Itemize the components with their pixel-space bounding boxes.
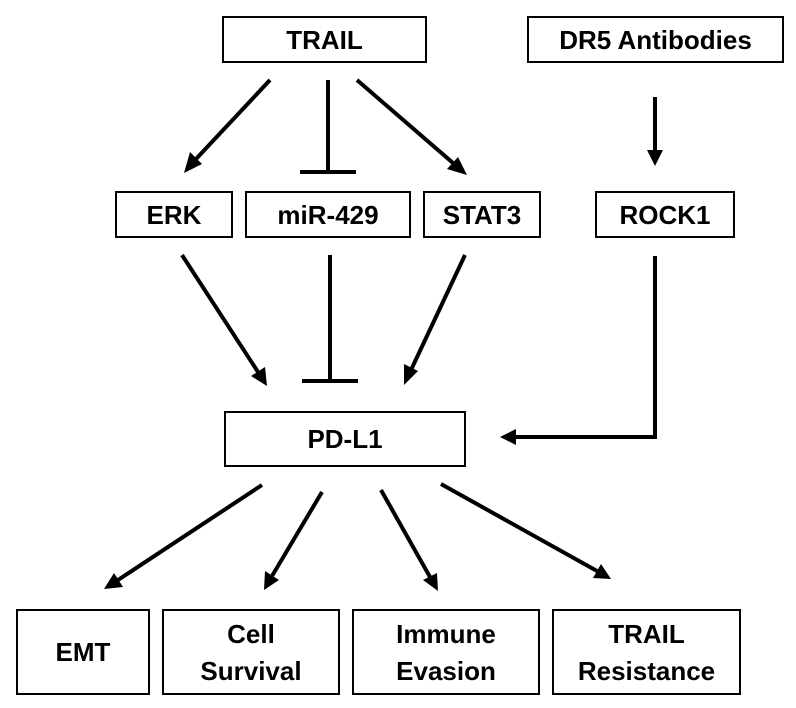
edge-pdl1-to-emt — [104, 483, 264, 589]
edge-erk-to-pdl1 — [180, 253, 267, 386]
arrowhead — [423, 573, 438, 591]
edge-trail-inhibits-mir429 — [300, 80, 356, 174]
node-cell-survival-line-1: Cell — [227, 619, 275, 649]
edge-pdl1-to-cell-survival — [264, 490, 324, 590]
node-stat3: STAT3 — [423, 191, 541, 238]
node-trail-resistance: TRAIL Resistance — [552, 609, 741, 695]
arrowhead — [593, 564, 611, 579]
edge-pdl1-to-trail-resistance — [440, 482, 611, 579]
node-rock1: ROCK1 — [595, 191, 735, 238]
arrowhead — [447, 157, 467, 175]
node-mir429-label: miR-429 — [277, 200, 378, 230]
node-trail-resistance-line-1: TRAIL — [608, 619, 685, 649]
nodes: TRAIL DR5 Antibodies ERK miR-429 STAT3 R… — [16, 16, 784, 695]
node-emt: EMT — [16, 609, 150, 695]
node-cell-survival: Cell Survival — [162, 609, 340, 695]
edge-pdl1-to-immune-evasion — [379, 489, 438, 591]
node-dr5-antibodies-label: DR5 Antibodies — [559, 25, 752, 55]
arrowhead — [104, 573, 123, 589]
node-erk: ERK — [115, 191, 233, 238]
arrowhead — [404, 364, 418, 385]
node-mir429: miR-429 — [245, 191, 411, 238]
arrowhead — [184, 152, 202, 173]
edge-trail-to-stat3 — [355, 78, 467, 175]
edge-stat3-to-pdl1 — [404, 254, 467, 385]
edge-dr5-to-rock1 — [647, 97, 663, 166]
arrowhead — [500, 429, 516, 445]
node-trail-label: TRAIL — [286, 25, 363, 55]
node-cell-survival-line-2: Survival — [200, 656, 301, 686]
node-trail-resistance-line-2: Resistance — [578, 656, 715, 686]
node-rock1-label: ROCK1 — [619, 200, 710, 230]
edges — [104, 78, 663, 591]
node-stat3-label: STAT3 — [443, 200, 521, 230]
node-immune-evasion: Immune Evasion — [352, 609, 540, 695]
node-pdl1-label: PD-L1 — [307, 424, 382, 454]
node-immune-evasion-line-2: Evasion — [396, 656, 496, 686]
node-pdl1: PD-L1 — [224, 411, 466, 467]
arrowhead — [251, 367, 267, 386]
edge-trail-to-erk — [184, 78, 272, 173]
node-dr5-antibodies: DR5 Antibodies — [527, 16, 784, 63]
edge-mir429-inhibits-pdl1 — [302, 255, 358, 383]
node-trail: TRAIL — [222, 16, 427, 63]
node-immune-evasion-line-1: Immune — [396, 619, 496, 649]
edge-rock1-to-pdl1 — [500, 256, 657, 445]
node-emt-label: EMT — [56, 637, 111, 667]
arrowhead — [264, 571, 279, 590]
arrowhead — [647, 150, 663, 166]
node-erk-label: ERK — [147, 200, 202, 230]
